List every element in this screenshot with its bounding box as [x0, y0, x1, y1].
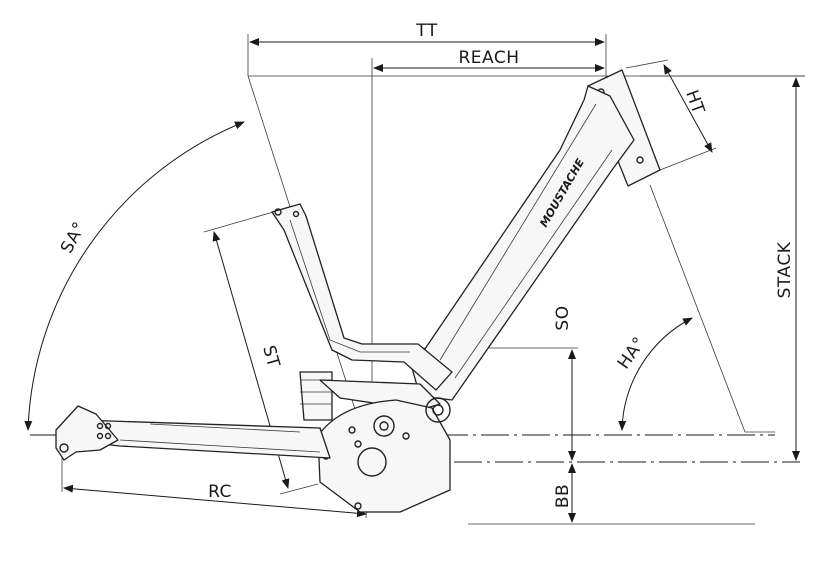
reach-label: REACH [458, 48, 519, 68]
ht-dimension-line [663, 64, 713, 153]
rc-dimension-line [63, 484, 367, 518]
rc-label: RC [208, 482, 232, 502]
ht-label: HT [681, 88, 708, 118]
ha-angle-arc [618, 317, 693, 431]
st-label: ST [258, 343, 283, 370]
rear-shock [299, 371, 333, 421]
rear-dropout [55, 405, 119, 461]
tt-label: TT [415, 21, 438, 41]
ha-label: HA° [614, 333, 650, 373]
bottom-bracket [357, 447, 387, 477]
bb-label: BB [553, 484, 573, 508]
stack-label: STACK [775, 241, 795, 298]
seat-tube [271, 203, 453, 391]
bike-frame: MOUSTACHE [55, 69, 661, 513]
down-tube [411, 85, 635, 401]
so-label: SO [553, 305, 573, 330]
sa-angle-arc [24, 121, 245, 431]
